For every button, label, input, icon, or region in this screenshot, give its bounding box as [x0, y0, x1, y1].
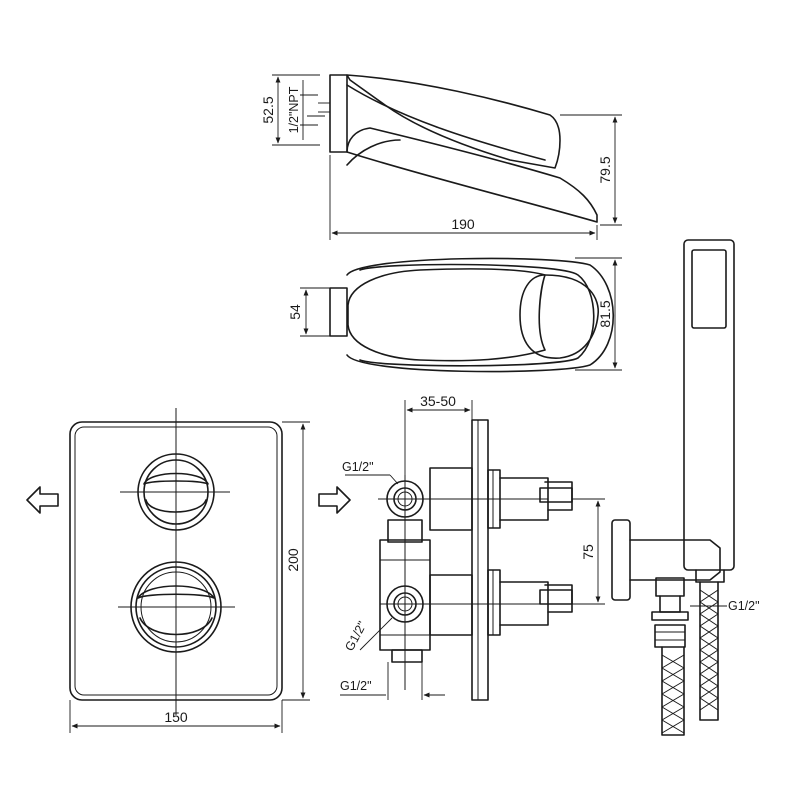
thermostatic-knob	[130, 561, 222, 653]
thread-hose-connection: G1/2"	[728, 599, 760, 613]
front-plate: 200 150	[69, 408, 310, 733]
spout-side-view: 52.5 1/2"NPT 79.5 190	[260, 74, 622, 240]
dim-body-depth: 35-50	[420, 393, 456, 409]
dim-spout-plate-height: 81.5	[597, 300, 613, 327]
spout-front-view: 54 81.5	[287, 257, 622, 373]
dim-spout-overall-height: 79.5	[597, 156, 613, 183]
thread-inlet-bottom: G1/2"	[340, 679, 372, 693]
diverter-knob	[137, 453, 215, 531]
dim-plate-width: 150	[164, 709, 188, 725]
dim-valve-spacing: 75	[580, 544, 596, 560]
dim-spout-height: 52.5	[260, 96, 276, 123]
dim-spout-length: 190	[451, 216, 475, 232]
arrow-left-icon	[26, 486, 59, 514]
hand-shower: G1/2"	[611, 239, 760, 736]
valve-body-side-view: G1/2" G1/2" 35-50 G1/2" 75	[340, 393, 605, 701]
thread-inlet-mid: G1/2"	[342, 619, 369, 653]
dim-spout-thread: 1/2"NPT	[287, 86, 301, 133]
dim-spout-front-height: 54	[287, 304, 303, 320]
arrow-right-icon	[318, 486, 351, 514]
dim-plate-height: 200	[285, 548, 301, 572]
thread-inlet-top: G1/2"	[342, 460, 374, 474]
